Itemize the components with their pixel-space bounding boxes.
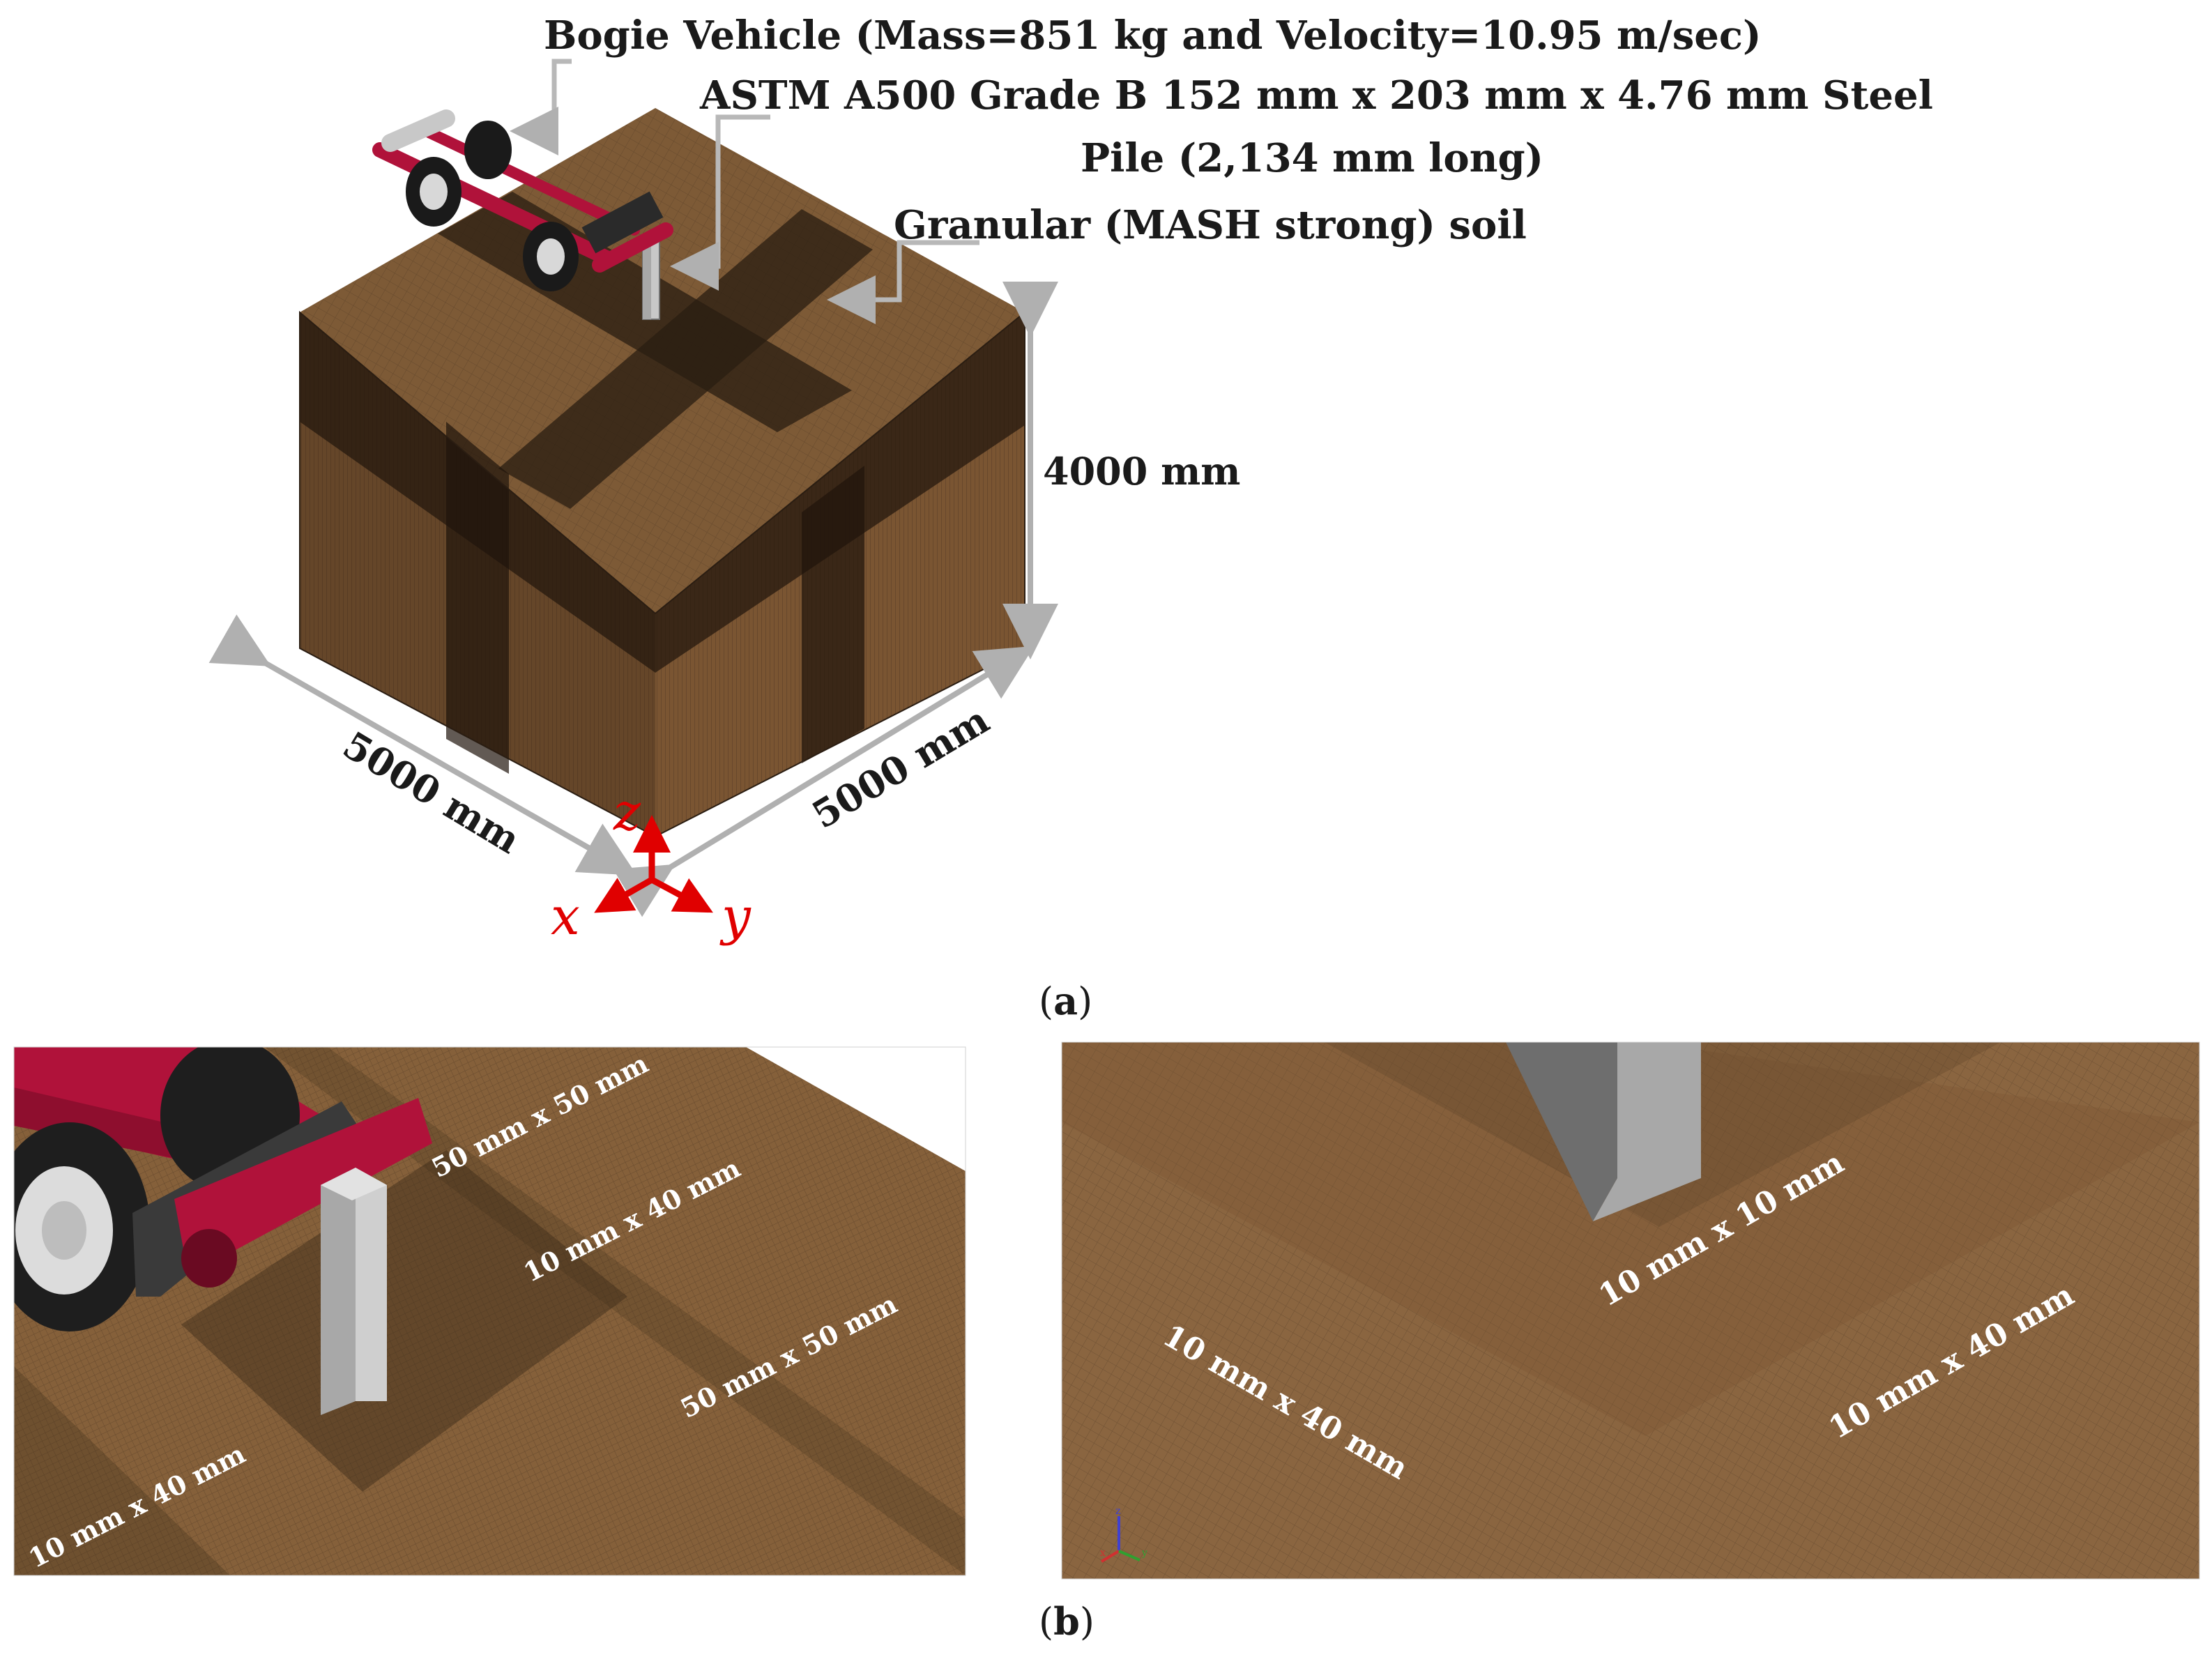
triad-icon bbox=[1100, 1516, 1141, 1563]
left-dimension-arrow bbox=[208, 614, 637, 876]
bogie-label: Bogie Vehicle (Mass=851 kg and Velocity=… bbox=[544, 13, 1761, 59]
steel-pile-closeup bbox=[321, 1168, 387, 1415]
triad-x-label: x bbox=[1100, 1548, 1106, 1559]
triad-y-label: y bbox=[1141, 1548, 1147, 1559]
pile-label-line1: ASTM A500 Grade B 152 mm x 203 mm x 4.76… bbox=[699, 72, 1933, 119]
height-dimension-label: 4000 mm bbox=[1043, 449, 1240, 494]
leader-lines bbox=[510, 59, 979, 324]
steel-pile bbox=[642, 236, 660, 320]
panel-a: Bogie Vehicle (Mass=851 kg and Velocity=… bbox=[208, 13, 1933, 1023]
pile-label-line2: Pile (2,134 mm long) bbox=[1081, 135, 1543, 181]
soil-label: Granular (MASH strong) soil bbox=[894, 202, 1527, 248]
caption-a: (a) bbox=[1039, 979, 1092, 1023]
bogie-vehicle bbox=[372, 109, 673, 291]
axis-x-label: x bbox=[551, 887, 580, 947]
panel-b-right: 10 mm x 10 mm 10 mm x 40 mm 10 mm x 40 m… bbox=[1061, 1041, 2200, 1580]
dimension-arrows bbox=[208, 282, 1058, 917]
axis-y-label: y bbox=[719, 887, 752, 947]
panel-b-left: 50 mm x 50 mm 10 mm x 40 mm 50 mm x 50 m… bbox=[13, 1046, 966, 1576]
caption-b: (b) bbox=[1039, 1599, 1094, 1644]
axis-z-label: z bbox=[613, 782, 641, 842]
steel-pile-top-view bbox=[1506, 1042, 1701, 1221]
right-dimension-arrow bbox=[613, 646, 1035, 917]
soil-top-refined-strip bbox=[498, 209, 873, 509]
triad-z-label: z bbox=[1115, 1506, 1120, 1517]
bogie-vehicle-closeup bbox=[14, 1047, 432, 1331]
axis-triad bbox=[594, 815, 713, 913]
